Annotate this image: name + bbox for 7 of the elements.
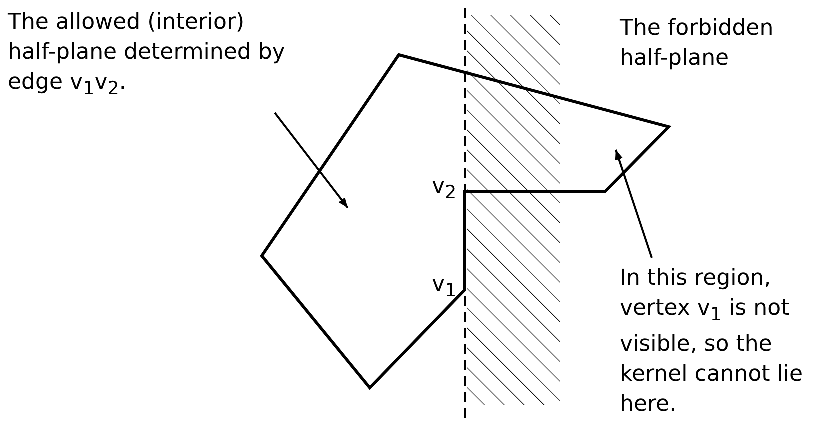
region-label: The forbidden half-plane — [620, 15, 775, 73]
annotation-text: The allowed (interior) half-plane determined by edge v$_{1}$v$_{2}$. — [8, 8, 298, 104]
vertex-label: v$_{1}$ — [432, 271, 458, 304]
leader-arrow — [274, 112, 349, 209]
vertex-label: v$_{2}$ — [432, 173, 458, 206]
annotation-text: In this region, vertex v$_{1}$ is not visible, so the kernel cannot lie here. — [620, 264, 805, 420]
leader-arrow — [615, 150, 653, 258]
